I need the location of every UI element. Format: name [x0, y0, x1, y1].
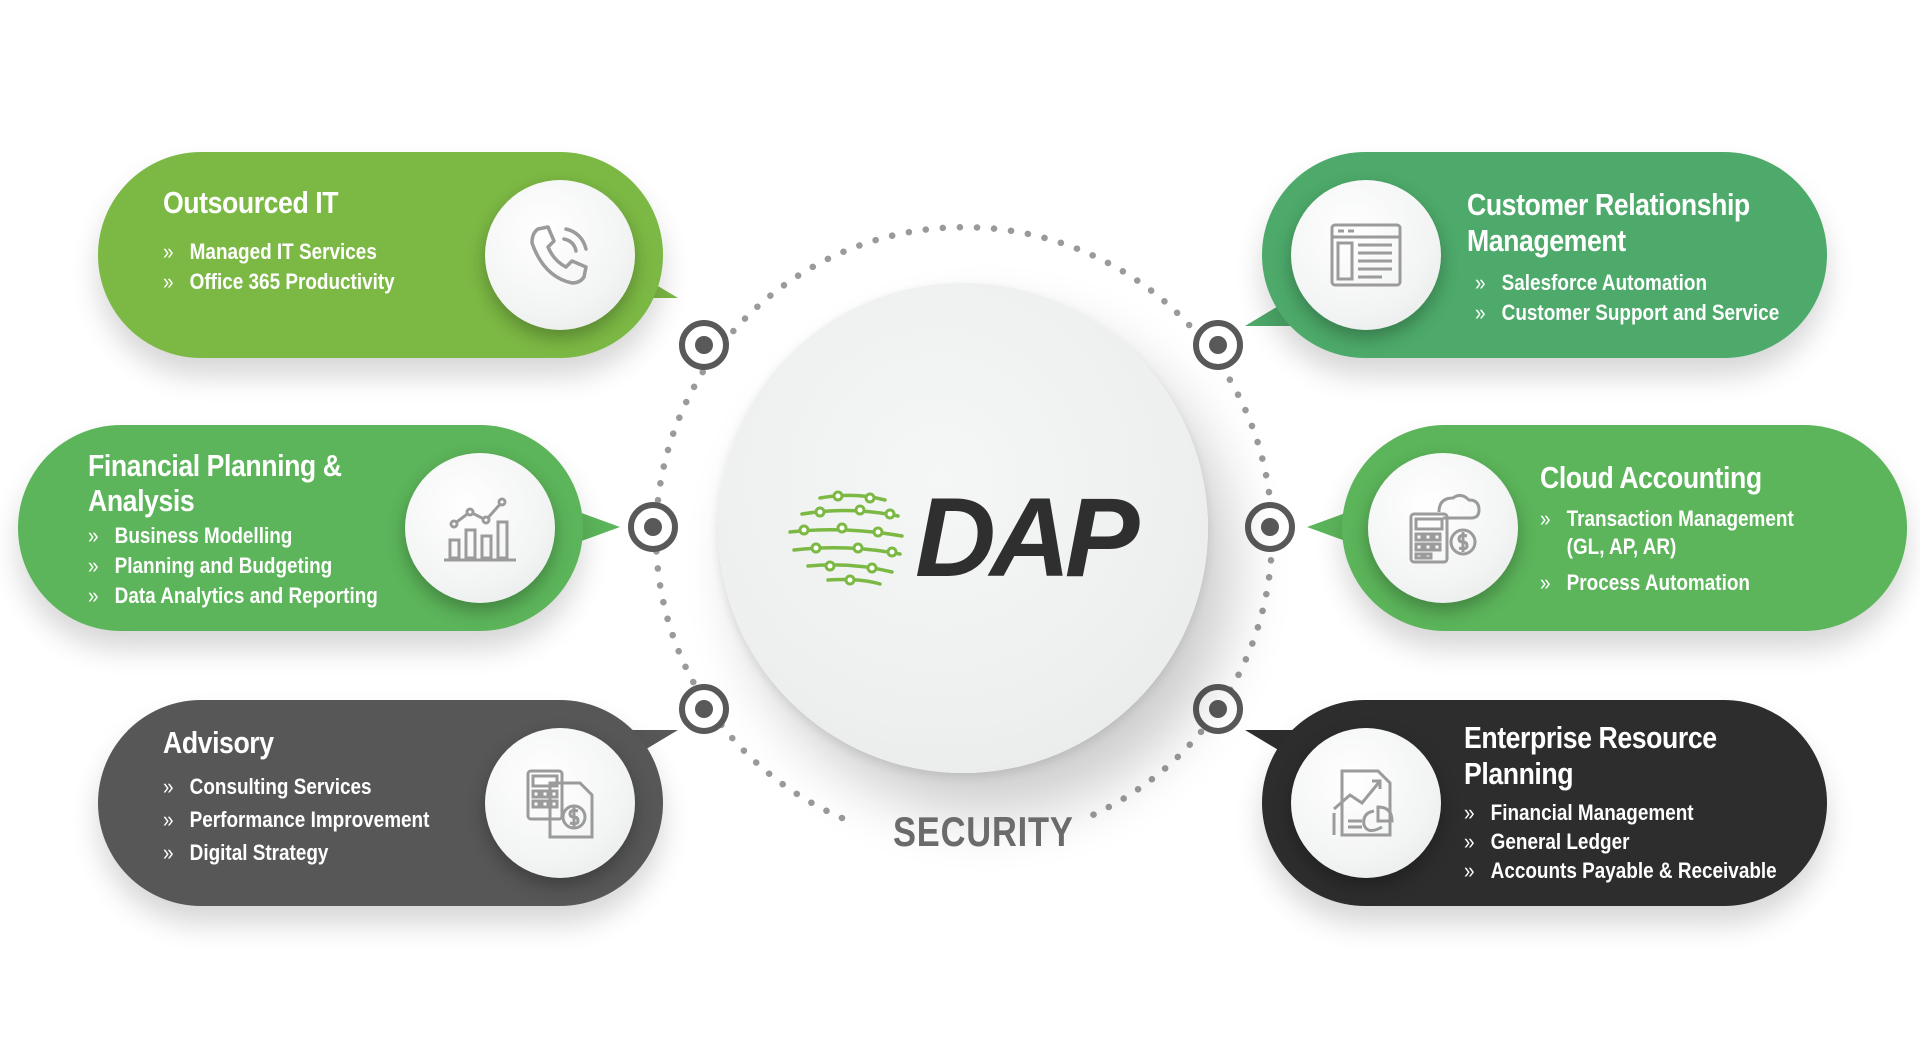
- brand-logo-text: DAP: [915, 475, 1139, 600]
- icon-disc: [405, 453, 555, 603]
- service-title: Enterprise Resource: [1464, 720, 1717, 755]
- list-item: »Financial Management: [1464, 800, 1694, 825]
- list-item: »Managed IT Services: [163, 239, 377, 264]
- connector-node-bottom-right: [1193, 684, 1243, 734]
- list-item: »Business Modelling: [88, 523, 293, 548]
- icon-disc: [485, 728, 635, 878]
- icon-disc: [1291, 728, 1441, 878]
- service-title-line2: Management: [1467, 223, 1626, 258]
- report-chart-icon: [1332, 769, 1394, 837]
- service-item-list: »Business Modelling »Planning and Budget…: [88, 521, 378, 611]
- connector-node-mid-left: [628, 502, 678, 552]
- browser-window-icon: [1330, 223, 1402, 287]
- list-item: »Process Automation: [1540, 570, 1750, 595]
- list-item: »Planning and Budgeting: [88, 553, 333, 578]
- list-item: (GL, AP, AR): [1566, 534, 1677, 559]
- phone-icon: [530, 225, 588, 285]
- icon-disc: [485, 180, 635, 330]
- calculator-document-icon: [526, 769, 594, 839]
- dotted-ring-arc: [652, 223, 1276, 822]
- connector-node-top-right: [1193, 320, 1243, 370]
- service-item-list: »Transaction Management (GL, AP, AR) »Pr…: [1540, 505, 1794, 597]
- service-title-line2: Planning: [1464, 756, 1574, 791]
- list-item: »Transaction Management: [1540, 506, 1794, 531]
- service-title: Customer Relationship: [1467, 187, 1750, 222]
- service-item-list: »Salesforce Automation »Customer Support…: [1475, 268, 1779, 328]
- service-title: Cloud Accounting: [1540, 460, 1762, 495]
- list-item: »Office 365 Productivity: [163, 269, 395, 294]
- bar-chart-icon: [444, 497, 516, 562]
- service-title: Advisory: [163, 725, 274, 760]
- list-item: »Digital Strategy: [163, 840, 329, 865]
- list-item: »Data Analytics and Reporting: [88, 583, 378, 608]
- icon-disc: [1291, 180, 1441, 330]
- list-item: »Consulting Services: [163, 774, 372, 799]
- icon-disc: [1368, 453, 1518, 603]
- service-title: Outsourced IT: [163, 185, 339, 220]
- cloud-calculator-icon: [1409, 493, 1481, 564]
- list-item: »Salesforce Automation: [1475, 270, 1708, 295]
- list-item: »Customer Support and Service: [1475, 300, 1780, 325]
- connector-node-bottom-left: [679, 684, 729, 734]
- list-item: »General Ledger: [1464, 829, 1630, 854]
- globe-circuit-logo-icon: [788, 490, 904, 586]
- service-title: Financial Planning &: [88, 448, 342, 483]
- service-item-list: »Financial Management »General Ledger »A…: [1464, 798, 1777, 885]
- connector-node-top-left: [679, 320, 729, 370]
- service-item-list: »Managed IT Services »Office 365 Product…: [163, 237, 395, 297]
- list-item: »Accounts Payable & Receivable: [1464, 858, 1777, 883]
- connector-node-mid-right: [1245, 502, 1295, 552]
- list-item: »Performance Improvement: [163, 807, 430, 832]
- security-label: SECURITY: [893, 808, 1074, 855]
- service-item-list: »Consulting Services »Performance Improv…: [163, 770, 429, 869]
- service-title-line2: Analysis: [88, 483, 195, 518]
